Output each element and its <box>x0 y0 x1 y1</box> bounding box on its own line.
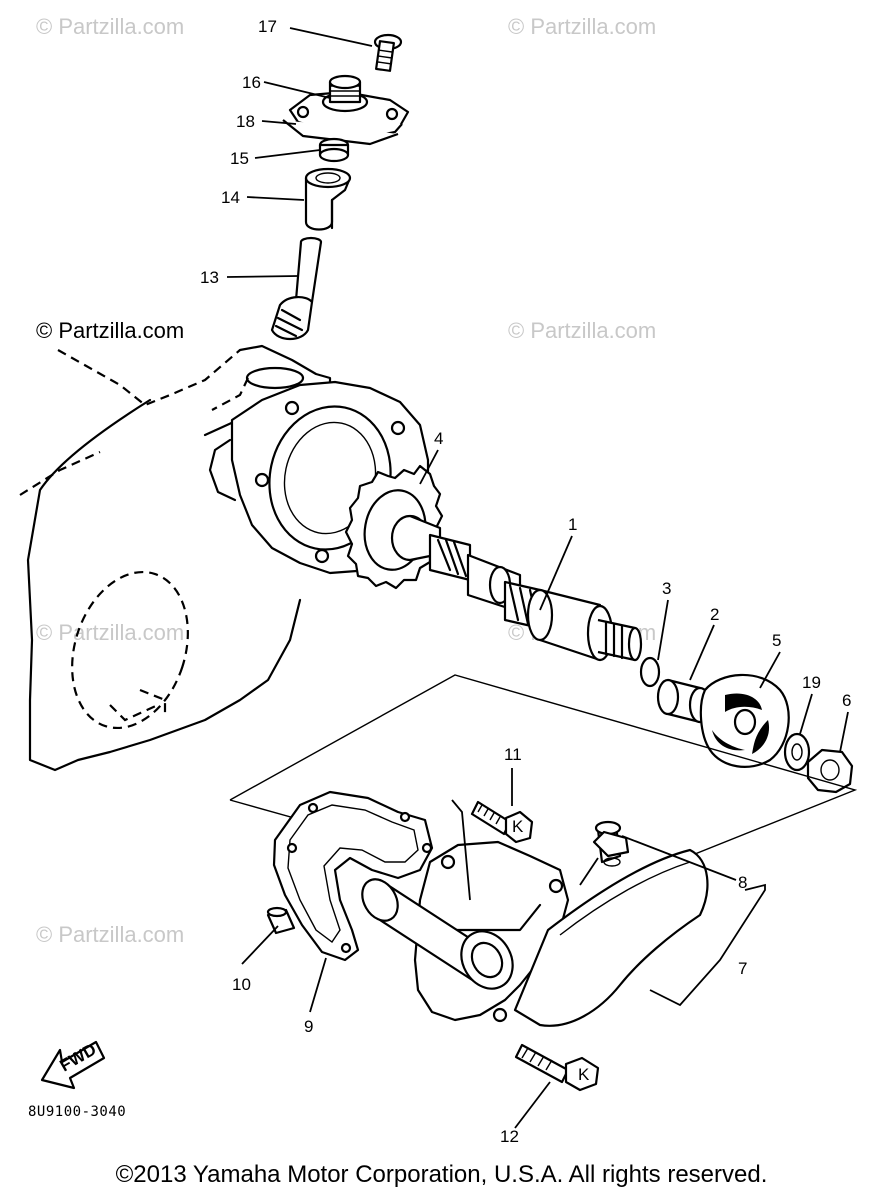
callout-13: 13 <box>200 268 219 287</box>
part-12-bolt: K <box>514 1043 600 1092</box>
part-8-fitting <box>592 820 630 867</box>
part-19-washer <box>783 732 811 772</box>
part-15-bush <box>318 137 350 163</box>
watermark: © Partzilla.com <box>508 14 657 39</box>
part-14-sleeve <box>304 167 352 231</box>
callout-5: 5 <box>772 631 781 650</box>
callout-19: 19 <box>802 673 821 692</box>
part-1-pump-shaft <box>428 533 643 662</box>
callout-18: 18 <box>236 112 255 131</box>
callout-12: 12 <box>500 1127 519 1146</box>
callout-9: 9 <box>304 1017 313 1036</box>
diagram-code: 8U9100-3040 <box>28 1104 127 1120</box>
watermark: © Partzilla.com <box>508 318 657 343</box>
callout-2: 2 <box>710 605 719 624</box>
watermark: © Partzilla.com <box>36 922 185 947</box>
svg-text:K: K <box>578 1065 590 1084</box>
callout-17: 17 <box>258 17 277 36</box>
callout-3: 3 <box>662 579 671 598</box>
callout-14: 14 <box>221 188 240 207</box>
watermark: © Partzilla.com <box>36 620 185 645</box>
part-4-gear <box>344 464 444 590</box>
callout-6: 6 <box>842 691 851 710</box>
callout-15: 15 <box>230 149 249 168</box>
part-10-dowel-pin <box>266 906 296 935</box>
part-9-gasket <box>272 790 434 962</box>
part-16-18-flange <box>282 74 410 146</box>
callout-8: 8 <box>738 873 747 892</box>
callout-16: 16 <box>242 73 261 92</box>
part-13-gear-shaft <box>270 236 323 341</box>
callout-leaders <box>226 27 849 1129</box>
part-3-o-ring <box>639 656 661 688</box>
part-17-screw <box>373 33 403 72</box>
part-2-bush <box>656 678 712 724</box>
part-7-pump-cover <box>361 840 709 1027</box>
callout-4: 4 <box>434 429 443 448</box>
callout-11: 11 <box>504 745 522 764</box>
callout-7: 7 <box>738 959 747 978</box>
copyright-notice: ©2013 Yamaha Motor Corporation, U.S.A. A… <box>115 1161 768 1188</box>
fwd-arrow-icon: FWD <box>40 1040 106 1090</box>
watermark: © Partzilla.com <box>36 318 185 343</box>
watermark: © Partzilla.com <box>36 14 185 39</box>
part-6-nut <box>806 748 854 794</box>
callout-numbers: 17 16 18 15 14 13 4 1 3 2 5 19 6 11 8 7 … <box>200 17 851 1146</box>
part-5-impeller <box>699 673 790 768</box>
svg-text:K: K <box>512 817 524 836</box>
callout-1: 1 <box>568 515 577 534</box>
callout-10: 10 <box>232 975 251 994</box>
part-11-bolt: K <box>470 800 534 844</box>
